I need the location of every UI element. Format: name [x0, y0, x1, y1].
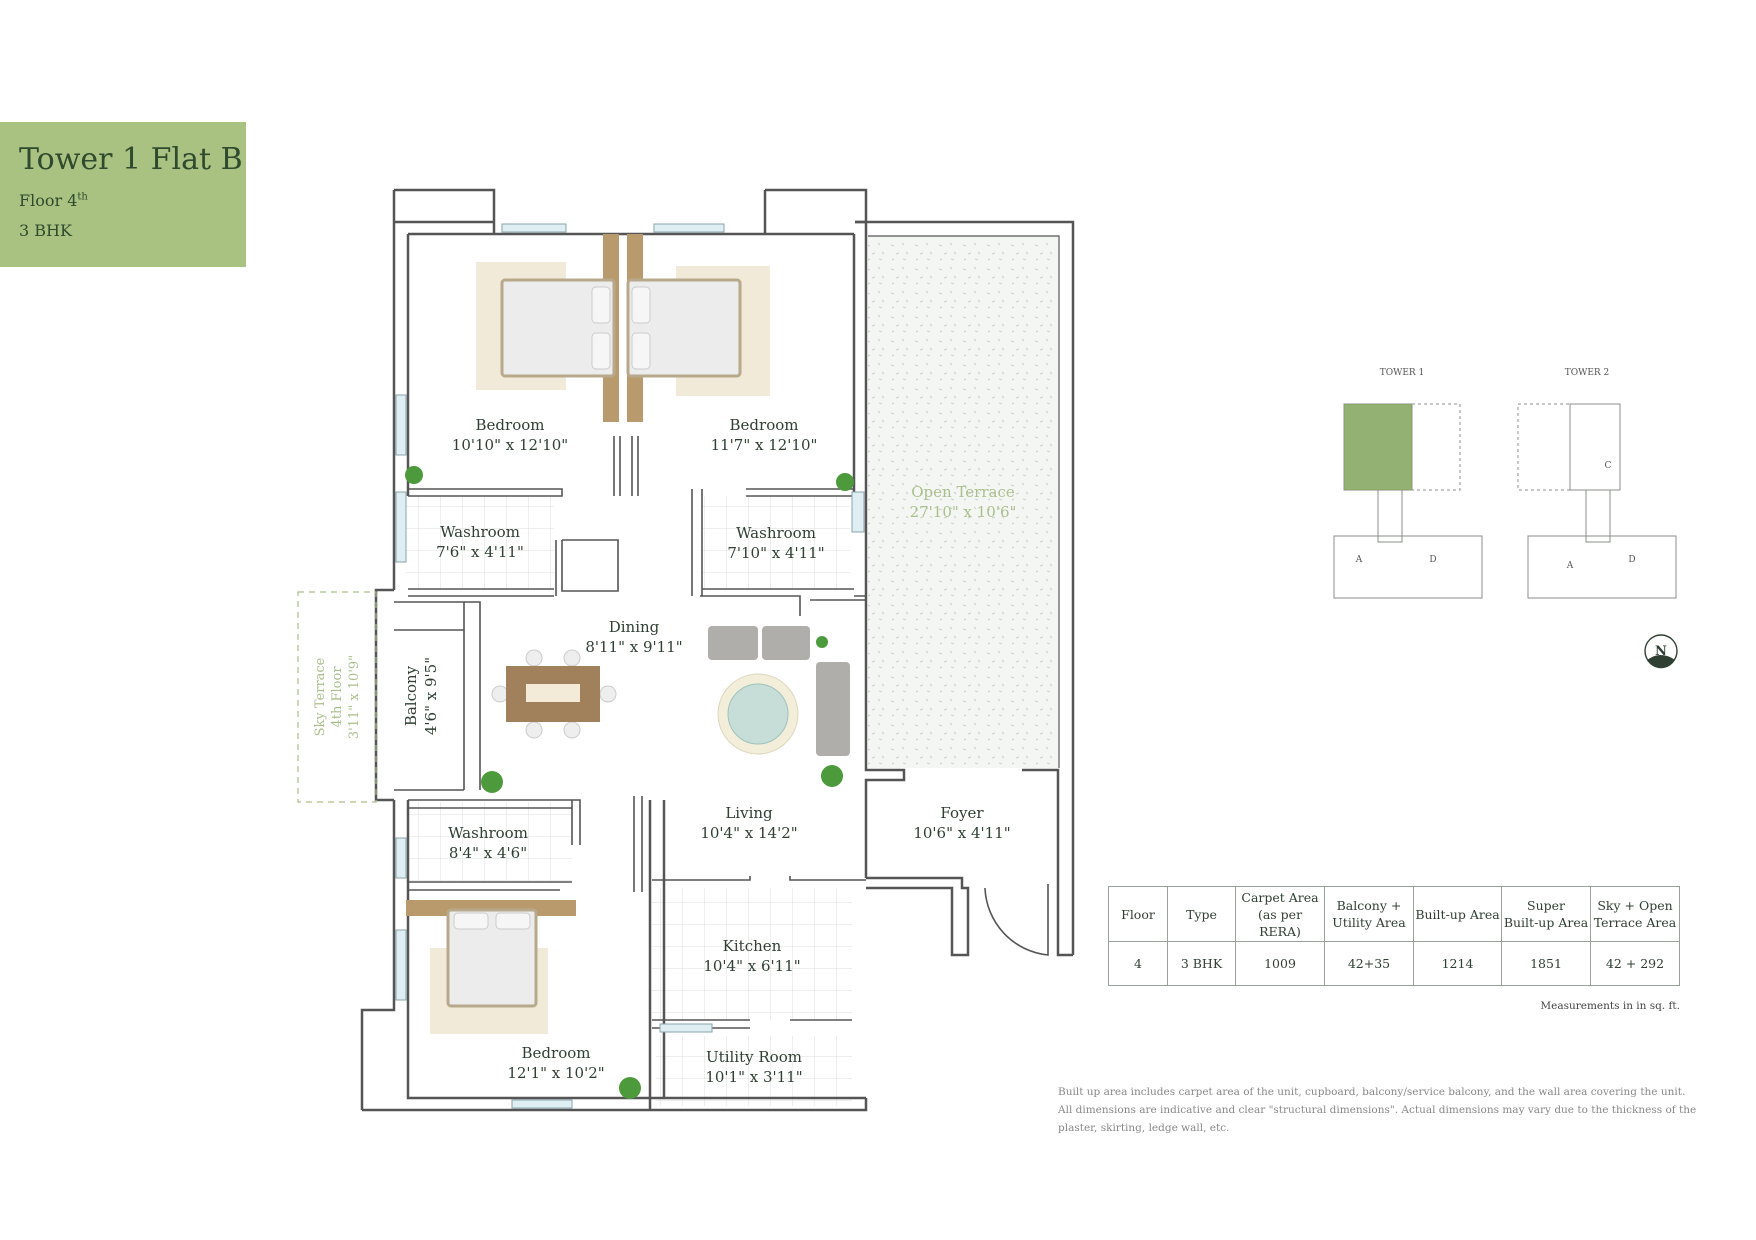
entrance-door	[984, 884, 1049, 956]
washroom2-tiles	[702, 496, 850, 589]
key-plan-unit-a2: A	[1566, 561, 1574, 571]
measurement-note: Measurements in in sq. ft.	[1540, 1000, 1680, 1012]
open-terrace-size: 27'10" x 10'6"	[910, 503, 1017, 521]
washroom1-size: 7'6" x 4'11"	[436, 543, 524, 561]
key-plan-unit-a1: A	[1355, 555, 1363, 565]
key-plan-tower2-label: TOWER 2	[1565, 368, 1610, 378]
area-cell-type: 3 BHK	[1167, 941, 1236, 986]
area-table-row: 4 3 BHK 1009 42+35 1214 1851 42 + 292	[1108, 941, 1680, 986]
washroom3-name: Washroom	[448, 824, 528, 842]
area-table-header-carpet: Carpet Area (as per RERA)	[1235, 886, 1325, 942]
north-label: N	[1655, 644, 1667, 659]
washroom3-tiles	[406, 802, 572, 882]
key-plan-tower1-label: TOWER 1	[1380, 368, 1425, 378]
utility-name: Utility Room	[706, 1048, 802, 1066]
interior-walls	[394, 436, 867, 1029]
area-cell-balcony: 42+35	[1324, 941, 1414, 986]
key-plan-unit-c: C	[1605, 461, 1612, 471]
bed-bedroom3	[446, 908, 538, 1008]
plants	[405, 466, 854, 1099]
area-table-header-builtup: Built-up Area	[1413, 886, 1502, 942]
key-plan: TOWER 1 TOWER 2 A D C A D N	[1333, 368, 1678, 669]
foyer-size: 10'6" x 4'11"	[913, 824, 1010, 842]
sky-terrace-size: 3'11" x 10'9"	[347, 655, 362, 739]
area-cell-super: 1851	[1501, 941, 1591, 986]
area-cell-terrace: 42 + 292	[1590, 941, 1680, 986]
sky-terrace-outline	[297, 591, 377, 803]
open-terrace-floor	[868, 236, 1058, 768]
area-table-header-floor: Floor	[1108, 886, 1168, 942]
bed-bedroom2	[626, 278, 742, 378]
balcony-size: 4'6" x 9'5"	[422, 657, 440, 735]
kitchen-tiles	[652, 888, 852, 1020]
living-size: 10'4" x 14'2"	[700, 824, 797, 842]
dining-name: Dining	[609, 618, 660, 636]
kitchen-name: Kitchen	[723, 937, 782, 955]
living-furniture	[708, 626, 850, 756]
balcony-name: Balcony	[402, 665, 420, 726]
unit-title: Tower 1 Flat B	[19, 142, 243, 177]
area-cell-builtup: 1214	[1413, 941, 1502, 986]
north-arrow-icon: N	[1644, 634, 1678, 669]
area-table-header-terrace: Sky + Open Terrace Area	[1590, 886, 1680, 942]
washroom3-size: 8'4" x 4'6"	[449, 844, 527, 862]
disclaimer: Built up area includes carpet area of th…	[1058, 1086, 1697, 1134]
dining-table	[491, 649, 617, 739]
bedroom3-name: Bedroom	[522, 1044, 591, 1062]
key-plan-highlight	[1344, 404, 1412, 490]
area-cell-floor: 4	[1108, 941, 1168, 986]
bed-bedroom1	[500, 278, 616, 378]
key-plan-unit-d1: D	[1429, 555, 1436, 565]
bedroom1-name: Bedroom	[476, 416, 545, 434]
bedroom2-size: 11'7" x 12'10"	[711, 436, 818, 454]
bedroom2-name: Bedroom	[730, 416, 799, 434]
key-plan-unit-d2: D	[1628, 555, 1635, 565]
area-cell-carpet: 1009	[1235, 941, 1325, 986]
foyer-name: Foyer	[940, 804, 984, 822]
living-name: Living	[725, 804, 773, 822]
area-table: Floor Type Carpet Area (as per RERA) Bal…	[1108, 886, 1680, 986]
open-terrace-name: Open Terrace	[911, 483, 1015, 501]
sky-terrace-floor: 4th Floor	[330, 666, 345, 728]
unit-type: 3 BHK	[19, 221, 72, 240]
utility-tiles	[656, 1036, 852, 1106]
utility-size: 10'1" x 3'11"	[705, 1068, 802, 1086]
bedroom3-size: 12'1" x 10'2"	[507, 1064, 604, 1082]
washroom2-size: 7'10" x 4'11"	[727, 544, 824, 562]
area-table-header-type: Type	[1167, 886, 1236, 942]
unit-title-box: Tower 1 Flat B Floor 4th 3 BHK	[0, 122, 246, 267]
floor-label: Floor 4th	[19, 191, 88, 210]
bedroom1-size: 10'10" x 12'10"	[452, 436, 568, 454]
washroom1-tiles	[406, 496, 554, 589]
kitchen-size: 10'4" x 6'11"	[703, 957, 800, 975]
washroom1-name: Washroom	[440, 523, 520, 541]
windows	[395, 223, 865, 1109]
sky-terrace-name: Sky Terrace	[313, 657, 328, 736]
dining-size: 8'11" x 9'11"	[585, 638, 682, 656]
area-table-header: Floor Type Carpet Area (as per RERA) Bal…	[1108, 886, 1680, 942]
washroom2-name: Washroom	[736, 524, 816, 542]
area-table-header-super: Super Built-up Area	[1501, 886, 1591, 942]
area-table-header-balcony: Balcony + Utility Area	[1324, 886, 1414, 942]
